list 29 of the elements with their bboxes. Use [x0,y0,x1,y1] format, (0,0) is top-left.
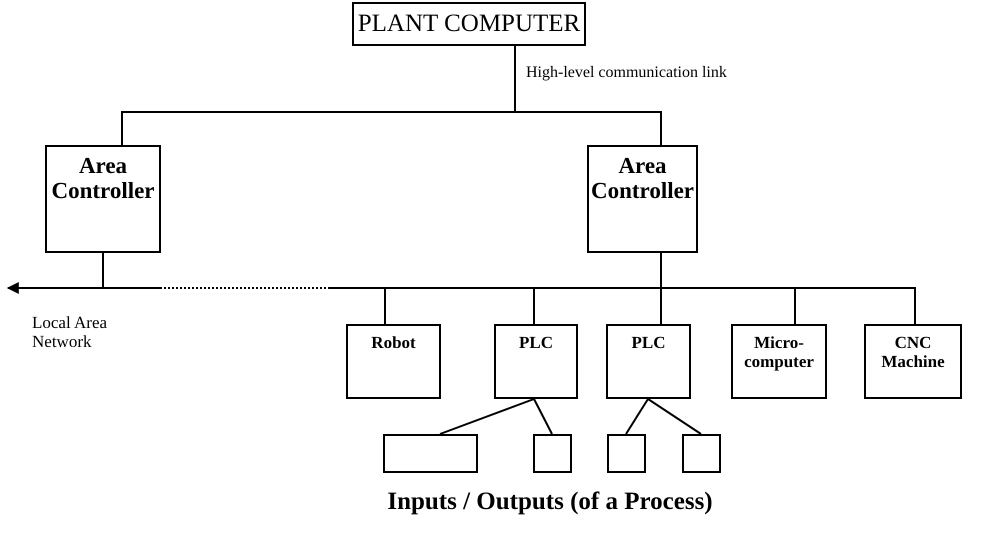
network-label: Local Area Network [32,314,108,352]
node-label: Area Controller [50,153,156,204]
edge-label: High-level communication link [526,64,727,82]
node-label: PLANT COMPUTER [356,10,582,38]
node-label: PLC [630,334,666,353]
controller-box [45,145,161,253]
node-label: Micro-computer [743,334,815,372]
connector-line [440,398,534,435]
node-label: Robot [370,334,417,353]
node-label: CNC Machine [880,334,946,372]
io-box [383,434,478,473]
io-box [533,434,572,473]
device-box [864,324,962,399]
node-label: Area Controller [590,153,696,204]
device-box [346,324,441,399]
io-box [682,434,721,473]
io-box [607,434,646,473]
connector-line [514,46,662,145]
node-label: PLC [518,334,554,353]
controller-box [587,145,698,253]
connector-line [647,398,702,435]
caption-text: Inputs / Outputs (of a Process) [386,488,714,516]
device-box [606,324,691,399]
connector-line [660,253,916,324]
connector-line [625,398,649,435]
connector-line [533,398,553,434]
computer-box [352,2,586,46]
device-box [494,324,578,399]
device-box [731,324,827,399]
